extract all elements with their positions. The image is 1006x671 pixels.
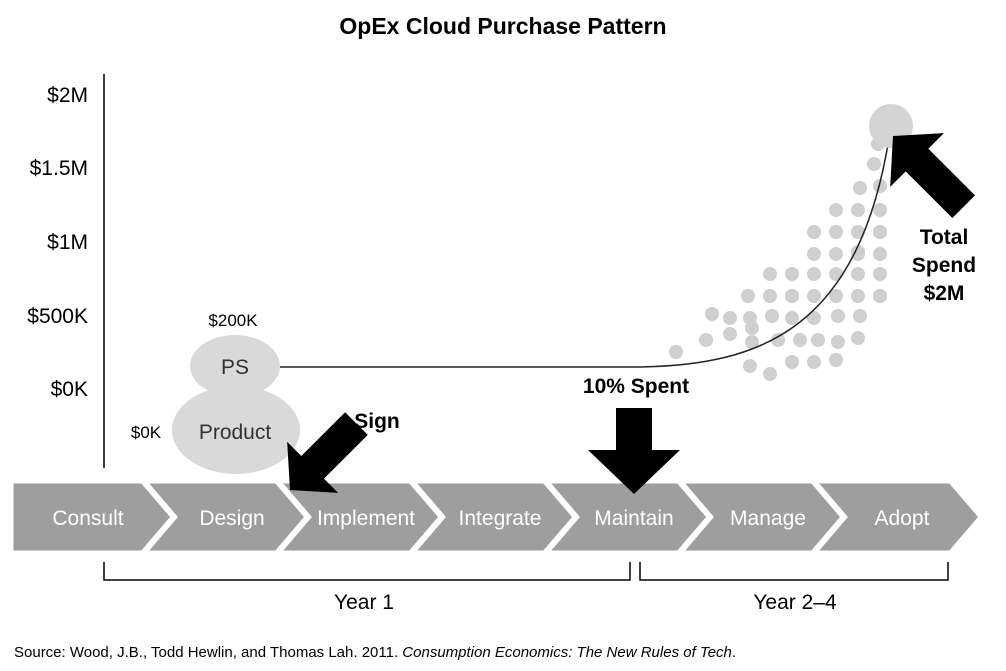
source-book-title: Consumption Economics: The New Rules of … — [402, 644, 732, 661]
spend-dot — [873, 247, 887, 261]
spend-dot — [829, 353, 843, 367]
spend-dot — [807, 247, 821, 261]
spend-dot — [807, 225, 821, 239]
spend-dot — [873, 225, 887, 239]
spend-dot — [765, 309, 779, 323]
spend-dot — [745, 335, 759, 349]
spend-dot — [785, 267, 799, 281]
spend-dot — [829, 267, 843, 281]
spend-dot — [873, 267, 887, 281]
spend-dot — [807, 355, 821, 369]
stage-label: Manage — [730, 507, 806, 530]
stage-chevron — [10, 480, 174, 554]
spend-dot — [743, 359, 757, 373]
spend-dot — [807, 267, 821, 281]
spend-dot — [763, 267, 777, 281]
spend-dot — [771, 333, 785, 347]
spend-dot — [785, 311, 799, 325]
stage-label: Integrate — [459, 507, 542, 530]
spend-dot — [873, 203, 887, 217]
sign-arrow — [287, 412, 368, 493]
spend-dot — [873, 289, 887, 303]
year2-4-bracket — [639, 562, 949, 581]
stage-label: Maintain — [594, 507, 673, 530]
y-tick-label: $2M — [47, 84, 88, 107]
spend-dot — [669, 345, 683, 359]
stage-label: Implement — [317, 507, 415, 530]
source-citation: Source: Wood, J.B., Todd Hewlin, and Tho… — [14, 644, 736, 661]
stage-chevrons: Consult Design Implement Integrate Maintain M… — [10, 480, 982, 554]
spend-dot — [851, 289, 865, 303]
spend-dot — [829, 289, 843, 303]
stage-chevron — [544, 480, 710, 554]
total-spend-arrow — [890, 133, 976, 219]
spend-dot — [851, 247, 865, 261]
total-spend-label-line3: $2M — [924, 282, 965, 305]
spend-dot — [829, 203, 843, 217]
spend-dot — [763, 367, 777, 381]
spend-dot — [811, 333, 825, 347]
stage-chevron — [678, 480, 844, 554]
year1-bracket — [103, 562, 631, 581]
spend-dot — [705, 307, 719, 321]
spend-dot — [785, 355, 799, 369]
ten-percent-arrow — [588, 408, 680, 494]
spend-dot — [793, 333, 807, 347]
y-tick-label: $0K — [51, 378, 88, 401]
spend-dot — [723, 327, 737, 341]
spend-dot — [851, 225, 865, 239]
spend-dot — [785, 289, 799, 303]
spend-curve — [280, 131, 891, 368]
stage-chevron — [142, 480, 308, 554]
ten-percent-label: 10% Spent — [583, 375, 689, 398]
spend-dot — [829, 225, 843, 239]
y-tick-label: $500K — [27, 305, 88, 328]
stage-label: Consult — [52, 507, 123, 530]
spend-dot — [699, 333, 713, 347]
year2-4-label: Year 2–4 — [753, 591, 837, 614]
product-value-label: $0K — [131, 423, 162, 442]
total-spend-label-line1: Total — [920, 226, 969, 249]
spend-dot — [807, 289, 821, 303]
spend-dot — [851, 267, 865, 281]
spend-dot — [763, 289, 777, 303]
sign-label: Sign — [354, 410, 400, 433]
ps-label: PS — [221, 356, 249, 379]
spend-dot — [873, 179, 887, 193]
spend-dot — [851, 203, 865, 217]
ps-bubble — [190, 335, 280, 397]
total-spend-label-line2: Spend — [912, 254, 976, 277]
stage-chevron — [410, 480, 576, 554]
product-bubble — [172, 386, 300, 474]
chart-title: OpEx Cloud Purchase Pattern — [339, 13, 666, 39]
stage-label: Design — [199, 507, 264, 530]
stage-label: Adopt — [875, 507, 930, 530]
spend-dot — [723, 311, 737, 325]
source-suffix: . — [731, 644, 737, 661]
product-label: Product — [199, 421, 272, 444]
spend-dot — [853, 181, 867, 195]
spend-dot — [831, 335, 845, 349]
source-prefix: Source: Wood, J.B., Todd Hewlin, and Tho… — [14, 644, 403, 661]
spend-dot — [743, 311, 757, 325]
spend-dot — [853, 309, 867, 323]
spend-dot — [851, 331, 865, 345]
spend-dot-cloud — [669, 137, 887, 381]
ps-value-label: $200K — [208, 311, 258, 330]
stage-chevron — [812, 480, 982, 554]
stage-chevron — [276, 480, 442, 554]
y-tick-label: $1.5M — [30, 157, 88, 180]
spend-dot — [831, 309, 845, 323]
spend-dot — [867, 157, 881, 171]
y-tick-label: $1M — [47, 231, 88, 254]
spend-dot — [807, 311, 821, 325]
spend-dot — [829, 247, 843, 261]
year1-label: Year 1 — [334, 591, 394, 614]
spend-dot — [741, 289, 755, 303]
